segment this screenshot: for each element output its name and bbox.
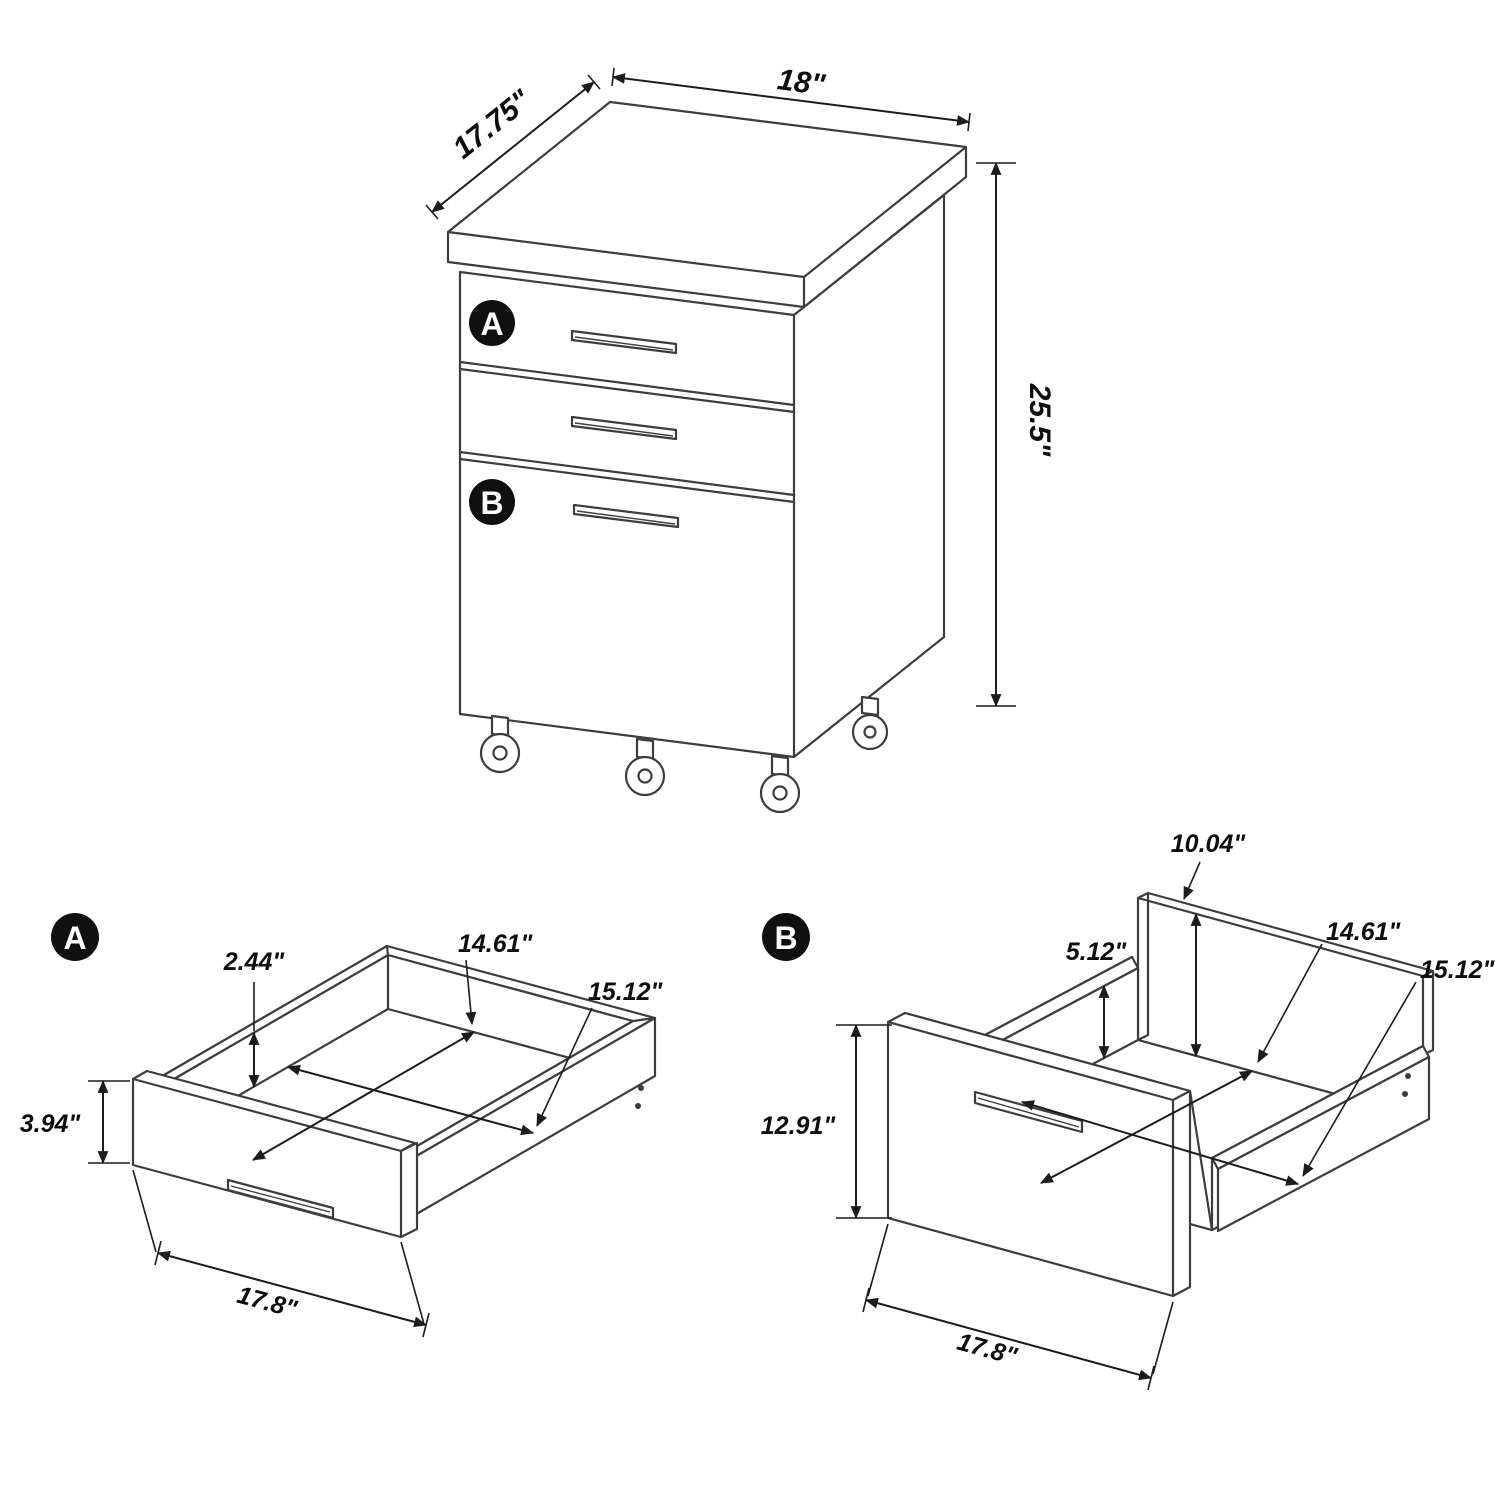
cabinet-height-dimension: 25.5"	[976, 161, 1056, 708]
drawer-a-front-height-label: 3.94"	[20, 1110, 82, 1138]
drawer-b-view: B 10.04"	[761, 830, 1496, 1391]
marker-b-badge	[762, 913, 810, 961]
caster-wheels	[479, 695, 889, 814]
drawer-b-inner-width-label: 15.12"	[1420, 956, 1496, 984]
drawer-b-inner-height-dimension: 5.12"	[1066, 938, 1128, 1060]
drawer-b-back-height-label: 10.04"	[1171, 830, 1247, 858]
cabinet-marker-b: B	[469, 479, 515, 525]
marker-a-badge	[469, 300, 515, 346]
marker-b-letter: B	[774, 920, 797, 956]
drawer-b-inner-width-dimension: 15.12"	[1020, 956, 1496, 1186]
marker-a-letter: A	[63, 920, 86, 956]
drawer-b-front-height-dimension: 12.91"	[761, 1023, 892, 1220]
marker-a-badge	[51, 913, 99, 961]
drawer-b-inner-depth-label: 14.61"	[1326, 918, 1402, 946]
screw-hole	[638, 1085, 644, 1091]
drawer-a-drawing	[131, 944, 657, 1239]
drawer-a-inner-width-dimension: 15.12"	[286, 978, 664, 1136]
drawer-b-marker: B	[762, 913, 810, 961]
drawer-a-width-dimension: 17.8"	[132, 1169, 430, 1338]
drawer-b-front-height-label: 12.91"	[761, 1112, 837, 1140]
cabinet-marker-a: A	[469, 300, 515, 346]
cabinet-width-label: 18"	[776, 63, 828, 102]
drawer-a-width-label: 17.8"	[234, 1281, 301, 1324]
drawer-a-inner-depth-label: 14.61"	[458, 930, 534, 958]
drawer-a-marker: A	[51, 913, 99, 961]
drawer-a-view: A 3.94" 2.44"	[20, 913, 664, 1338]
cabinet-drawing	[446, 100, 968, 814]
cabinet-depth-label: 17.75"	[447, 83, 538, 165]
drawer-b-inner-height-label: 5.12"	[1066, 938, 1128, 966]
cabinet-height-label: 25.5"	[1023, 383, 1056, 457]
drawer-a-front-height-dimension: 3.94"	[20, 1079, 130, 1165]
cabinet-width-dimension: 18"	[611, 63, 971, 132]
screw-hole	[1402, 1091, 1408, 1097]
screw-hole	[635, 1103, 641, 1109]
marker-b-letter: B	[480, 485, 503, 521]
drawer-a-inner-height-label: 2.44"	[223, 948, 286, 976]
drawer-b-back-height-dimension: 10.04"	[1171, 830, 1247, 1058]
drawer-a-inner-width-label: 15.12"	[588, 978, 664, 1006]
drawer-a-inner-depth-dimension: 14.61"	[252, 930, 534, 1161]
marker-b-badge	[469, 479, 515, 525]
screw-hole	[1405, 1073, 1411, 1079]
marker-a-letter: A	[480, 306, 503, 342]
cabinet-view: A B 17.75" 18" 25.5"	[425, 63, 1056, 814]
drawer-b-width-label: 17.8"	[954, 1328, 1021, 1371]
